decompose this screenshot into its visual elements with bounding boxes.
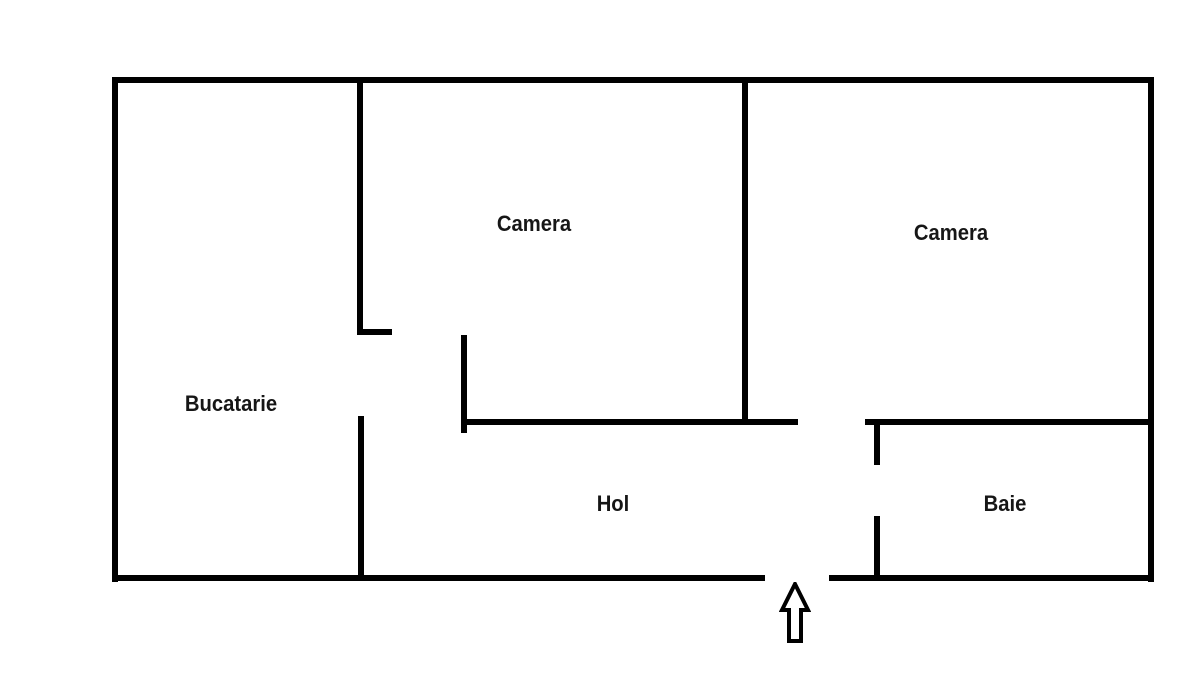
room-label-camera-center: Camera	[496, 211, 572, 236]
baie-wall-upper-post	[874, 419, 880, 465]
hol-wall-top	[461, 419, 798, 425]
up-arrow-shape	[779, 582, 811, 643]
outer-wall-left	[112, 77, 118, 582]
outer-wall-bottom-left	[112, 575, 765, 581]
outer-wall-top	[112, 77, 1154, 83]
room-label-camera-right: Camera	[913, 220, 989, 245]
kitchen-wall-lower	[358, 416, 364, 581]
hol-wall-left-post	[461, 335, 467, 433]
room-label-baie: Baie	[983, 491, 1027, 516]
baie-wall-top	[865, 419, 1154, 425]
outer-wall-right	[1148, 77, 1154, 582]
kitchen-wall-upper	[357, 77, 363, 333]
room-label-hol: Hol	[596, 491, 630, 516]
entrance-up-arrow-icon	[779, 582, 811, 643]
camera-divider-wall	[742, 77, 748, 422]
room-label-bucatarie: Bucatarie	[184, 391, 278, 416]
baie-wall-lower-post	[874, 516, 880, 579]
outer-wall-bottom-right	[829, 575, 1154, 581]
kitchen-wall-stub	[357, 329, 392, 335]
